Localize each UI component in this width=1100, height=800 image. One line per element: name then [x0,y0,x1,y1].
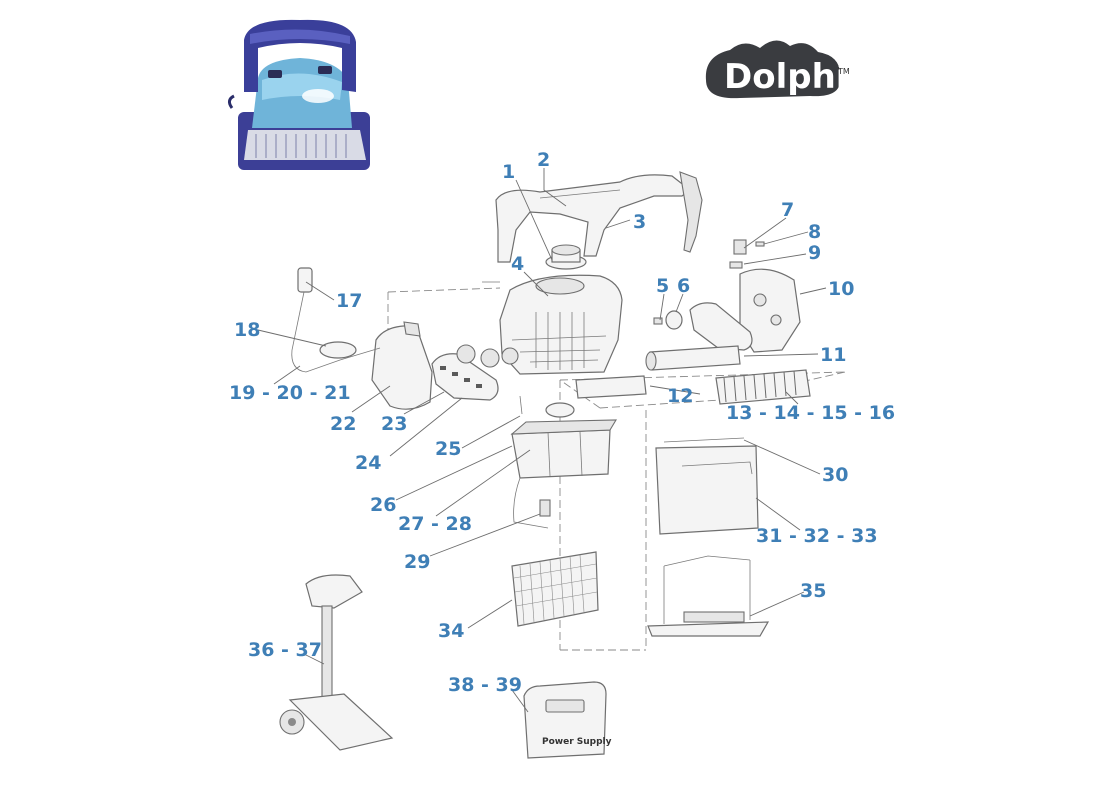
handle-part [482,171,703,283]
callout-17: 17 [336,290,362,312]
callout-29: 29 [404,551,430,573]
robot-product-photo [227,19,370,170]
brush-part [715,369,811,405]
power-supply-part: Power Supply [523,681,612,759]
callout-3: 3 [633,211,646,233]
callout-24: 24 [355,452,381,474]
callout-31-33: 31 - 32 - 33 [756,525,878,547]
filter-tray-part [647,555,770,637]
callout-6: 6 [677,275,690,297]
callout-25: 25 [435,438,461,460]
callout-labels: 1 2 3 4 5 6 7 8 9 10 11 12 13 - 14 - 15 … [229,149,895,696]
callout-36-37: 36 - 37 [248,639,322,661]
impeller-cap-part [545,244,587,270]
callout-19-21: 19 - 20 - 21 [229,382,351,404]
callout-9: 9 [808,242,821,264]
left-side-assembly [371,321,519,410]
callout-1: 1 [502,161,515,183]
callout-18: 18 [234,319,260,341]
roller-part [645,345,741,371]
bottom-plate-part [575,375,647,399]
logo-wordmark: Dolphin [724,57,872,97]
power-cable-part [291,267,381,373]
callout-10: 10 [828,278,854,300]
right-side-assembly [689,239,801,353]
callout-11: 11 [820,344,846,366]
filter-basket-part [511,551,599,627]
callout-12: 12 [667,385,693,407]
callout-4: 4 [511,253,524,275]
callout-34: 34 [438,620,464,642]
dolphin-logo: Dolphin TM [705,40,872,99]
callout-35: 35 [800,580,826,602]
motor-unit-part [510,395,617,529]
callout-5: 5 [656,275,669,297]
power-supply-label: Power Supply [542,737,612,747]
caddy-part [279,574,394,751]
callout-7: 7 [781,199,794,221]
callout-8: 8 [808,221,821,243]
callout-27-28: 27 - 28 [398,513,472,535]
callout-26: 26 [370,494,396,516]
callout-38-39: 38 - 39 [448,674,522,696]
callout-2: 2 [537,149,550,171]
callout-22: 22 [330,413,356,435]
callout-13-16: 13 - 14 - 15 - 16 [726,402,895,424]
callout-30: 30 [822,464,848,486]
logo-trademark: TM [837,67,850,76]
callout-23: 23 [381,413,407,435]
filter-bag-part [655,437,759,535]
motor-housing-part [499,274,623,375]
small-fittings-part [653,310,683,330]
leader-lines [257,168,827,713]
